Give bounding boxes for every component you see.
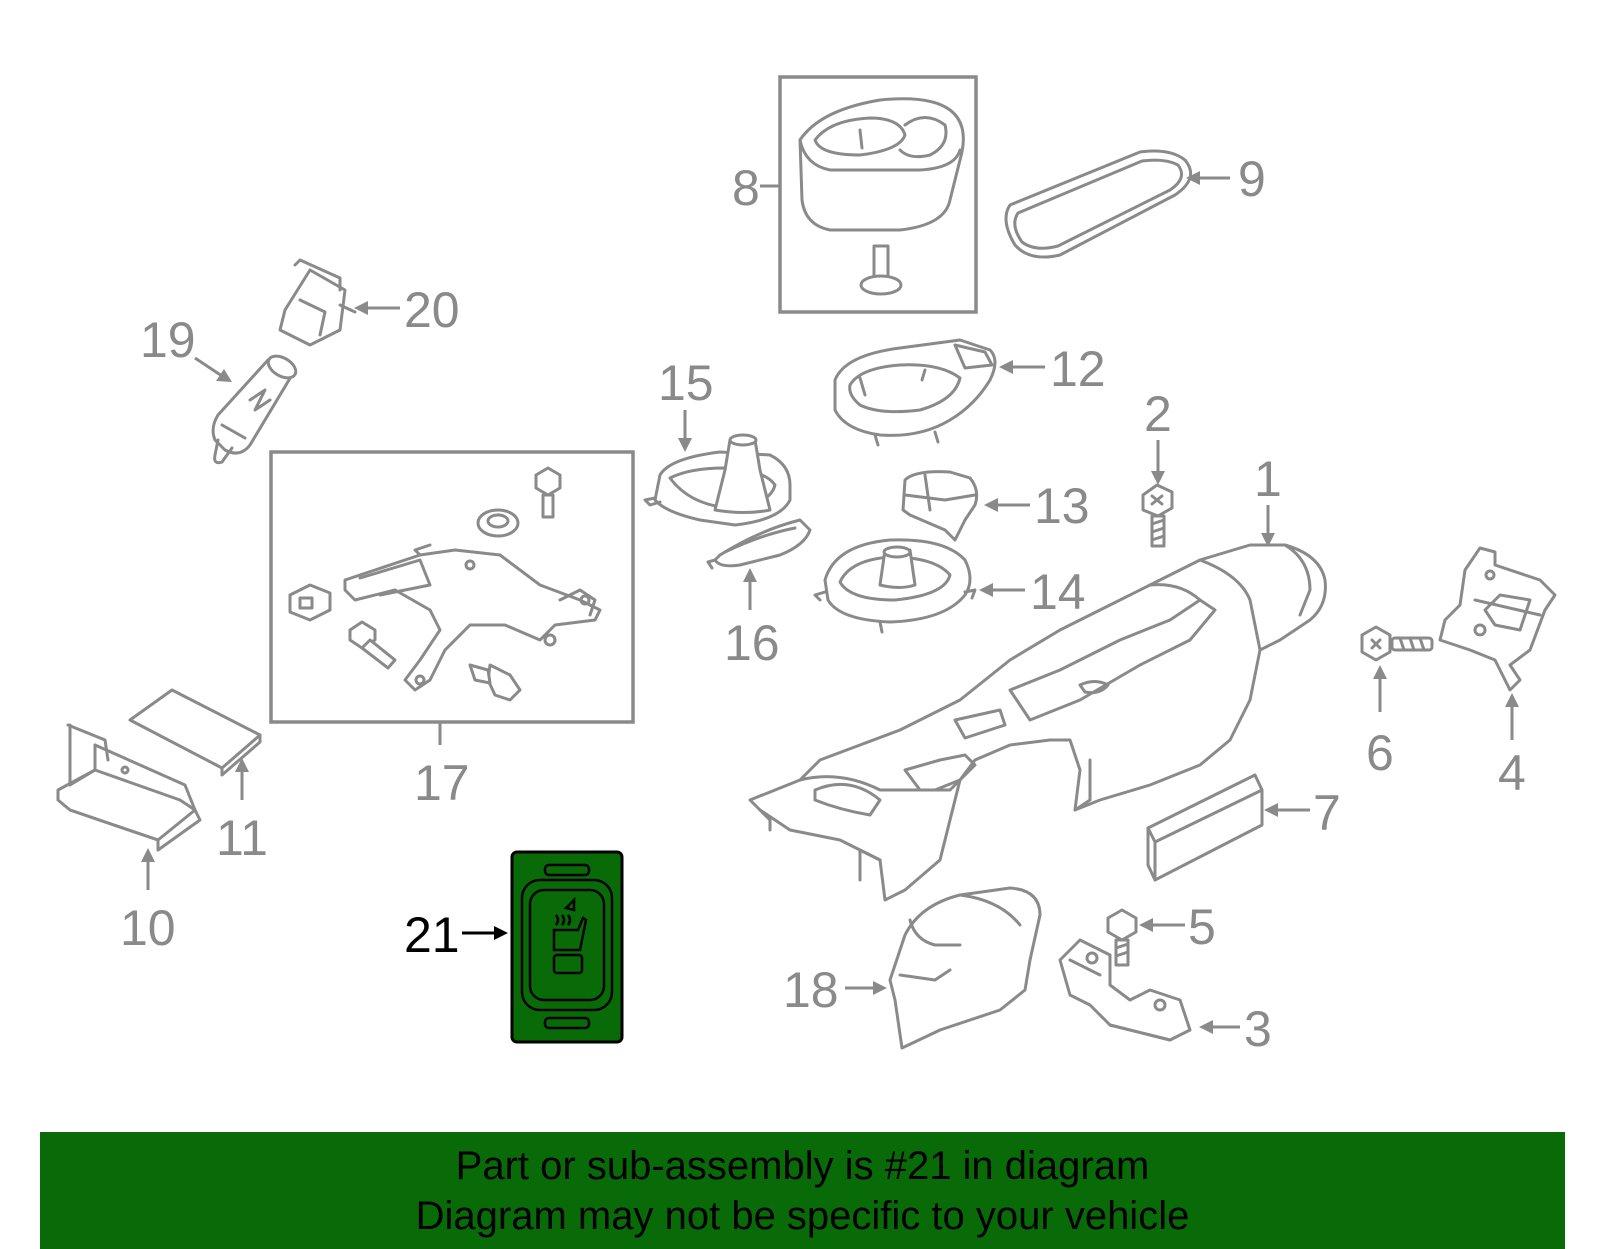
callout-9: 9 [1238,151,1266,207]
callout-8: 8 [732,160,760,216]
callout-17: 17 [414,755,470,811]
info-banner: Part or sub-assembly is #21 in diagram D… [40,1132,1565,1249]
part-13-switch-panel[interactable] [901,470,979,542]
callout-13: 13 [1034,478,1090,534]
callout-20: 20 [404,282,460,338]
banner-line-2: Diagram may not be specific to your vehi… [415,1193,1190,1238]
callout-1: 1 [1254,451,1282,507]
part-7-pad[interactable] [1146,773,1264,882]
banner-line-1: Part or sub-assembly is #21 in diagram [455,1143,1150,1188]
callout-2: 2 [1144,386,1172,442]
part-6-bolt[interactable] [1360,625,1434,662]
part-16-trim[interactable] [706,518,812,570]
callout-18: 18 [783,962,839,1018]
callout-16: 16 [724,615,780,671]
part-11-tray-liner[interactable] [128,688,262,777]
part-19-lighter[interactable] [211,352,299,465]
part-10-tray[interactable] [56,723,202,852]
part-12-bezel[interactable] [833,338,997,447]
callout-5: 5 [1188,899,1216,955]
callout-10: 10 [120,900,176,956]
callout-21: 21 [404,907,460,963]
callout-15: 15 [658,355,714,411]
callout-14: 14 [1030,564,1086,620]
part-2-bolt[interactable] [1141,483,1174,548]
part-18-boot[interactable] [888,886,1042,1050]
callout-6: 6 [1366,725,1394,781]
callout-19: 19 [140,312,196,368]
part-4-bracket[interactable] [1438,546,1557,692]
part-8-cup-holder[interactable] [778,75,978,314]
part-3-bracket[interactable] [1058,938,1192,1042]
callout-3: 3 [1244,1001,1272,1057]
part-15-shift-boot[interactable] [643,433,792,527]
callout-4: 4 [1498,745,1526,801]
callout-7: 7 [1313,785,1341,841]
callout-12: 12 [1050,341,1106,397]
part-5-bolt[interactable] [1106,908,1138,967]
callout-11: 11 [216,810,268,866]
part-14-boot-ring[interactable] [813,538,977,634]
part-17-shifter-assembly[interactable] [269,450,635,724]
part-20-socket[interactable] [278,258,357,347]
seat-heater-icon [552,896,588,975]
part-21-seat-heater-switch[interactable] [510,850,624,1044]
part-9-mat[interactable] [1004,149,1193,259]
part-1-center-console[interactable] [748,543,1327,902]
